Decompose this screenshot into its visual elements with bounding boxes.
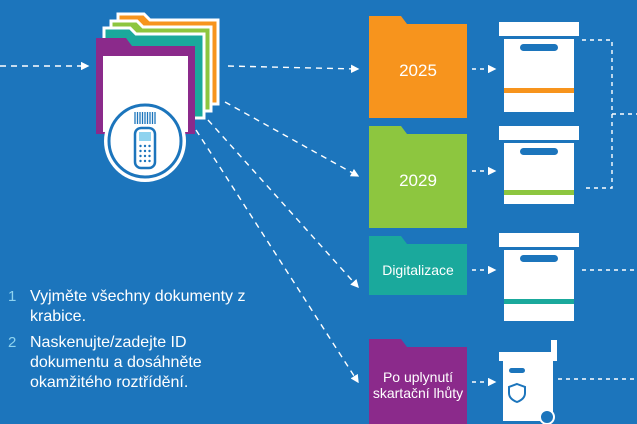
step-item: 1 Vyjměte všechny dokumenty z krabice. <box>8 287 255 327</box>
folder-digitalizace-label: Digitalizace <box>382 261 454 278</box>
step-number: 1 <box>8 288 17 305</box>
folder-2025 <box>369 16 467 118</box>
archive-box-icon <box>499 233 579 321</box>
folder-shred <box>369 339 467 424</box>
folder-digitalizace <box>369 236 467 295</box>
shredding-bin-icon <box>499 340 557 424</box>
connector-right-top <box>582 39 613 189</box>
step-number: 2 <box>8 334 17 351</box>
barcode-scanner-icon <box>104 100 186 182</box>
folder-2029-label: 2029 <box>399 171 437 190</box>
archive-box-icon <box>499 126 579 204</box>
step-text: Vyjměte všechny dokumenty z krabice. <box>30 288 246 325</box>
step-text: Naskenujte/zadejte ID dokumentu a dosáhn… <box>30 334 202 391</box>
folder-2025-label: 2025 <box>399 61 437 80</box>
folder-shred-label: Po uplynutí skartační lhůty <box>372 369 464 401</box>
arrow-to-2029 <box>224 101 360 177</box>
archive-box-icon <box>499 22 579 112</box>
folder-2029 <box>369 126 467 228</box>
arrow-to-digitalizace <box>207 119 359 289</box>
step-item: 2 Naskenujte/zadejte ID dokumentu a dosá… <box>8 333 255 393</box>
steps-list: 1 Vyjměte všechny dokumenty z krabice. 2… <box>8 287 255 399</box>
arrow-to-shred <box>195 129 359 384</box>
arrow-to-2025 <box>227 64 360 74</box>
